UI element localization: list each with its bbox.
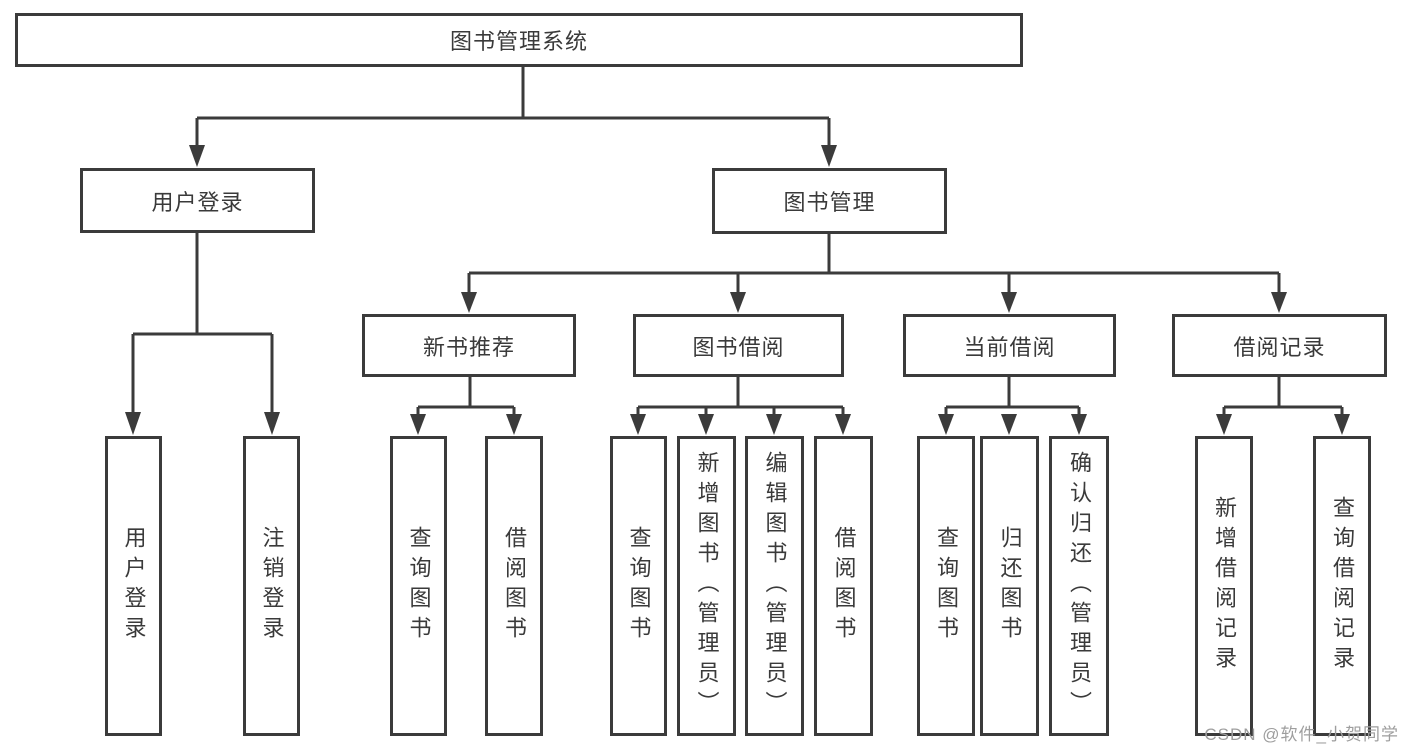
leaf-logout-label: 注销登录	[259, 526, 285, 646]
node-user-login: 用户登录	[80, 168, 315, 233]
leaf-edit-books-admin-label: 编辑图书（管理员）	[762, 451, 788, 721]
connector-current-to-leaves	[944, 377, 1081, 416]
leaf-logout: 注销登录	[243, 436, 300, 736]
connector-borrow-to-leaves	[636, 377, 845, 416]
leaf-query-books-recommend-label: 查询图书	[406, 526, 432, 646]
leaf-query-books-borrow: 查询图书	[610, 436, 667, 736]
node-book-borrow: 图书借阅	[633, 314, 844, 377]
arrowheads	[125, 145, 1350, 435]
leaf-add-borrow-record: 新增借阅记录	[1195, 436, 1253, 736]
leaf-user-login-label: 用户登录	[121, 526, 147, 646]
leaf-query-borrow-record: 查询借阅记录	[1313, 436, 1371, 736]
leaf-user-login: 用户登录	[105, 436, 162, 736]
connector-bookmgmt-to-level3	[467, 234, 1281, 294]
leaf-query-books-borrow-label: 查询图书	[626, 526, 652, 646]
leaf-query-borrow-record-label: 查询借阅记录	[1330, 496, 1355, 676]
connector-root-to-level2	[195, 67, 831, 148]
node-borrow-records: 借阅记录	[1172, 314, 1387, 377]
leaf-add-borrow-record-label: 新增借阅记录	[1212, 496, 1237, 676]
connector-userlogin-to-leaves	[131, 233, 274, 414]
leaf-query-books-recommend: 查询图书	[390, 436, 447, 736]
connector-newbook-to-leaves	[416, 377, 516, 416]
connector-records-to-leaves	[1222, 377, 1344, 416]
leaf-borrow-books-recommend: 借阅图书	[485, 436, 543, 736]
node-root: 图书管理系统	[15, 13, 1023, 67]
node-book-management: 图书管理	[712, 168, 947, 234]
leaf-add-books-admin-label: 新增图书（管理员）	[694, 451, 720, 721]
leaf-confirm-return-admin-label: 确认归还（管理员）	[1067, 451, 1092, 721]
leaf-borrow-books-label: 借阅图书	[831, 526, 857, 646]
node-current-borrow: 当前借阅	[903, 314, 1116, 377]
leaf-add-books-admin: 新增图书（管理员）	[677, 436, 736, 736]
leaf-query-books-current: 查询图书	[917, 436, 975, 736]
leaf-query-books-current-label: 查询图书	[934, 526, 959, 646]
leaf-borrow-books: 借阅图书	[814, 436, 873, 736]
node-new-book-recommend: 新书推荐	[362, 314, 576, 377]
leaf-return-books-label: 归还图书	[997, 526, 1023, 646]
watermark: CSDN @软件_小贺同学	[1204, 725, 1399, 744]
leaf-borrow-books-recommend-label: 借阅图书	[502, 526, 527, 646]
leaf-return-books: 归还图书	[980, 436, 1039, 736]
leaf-edit-books-admin: 编辑图书（管理员）	[745, 436, 804, 736]
leaf-confirm-return-admin: 确认归还（管理员）	[1049, 436, 1109, 736]
